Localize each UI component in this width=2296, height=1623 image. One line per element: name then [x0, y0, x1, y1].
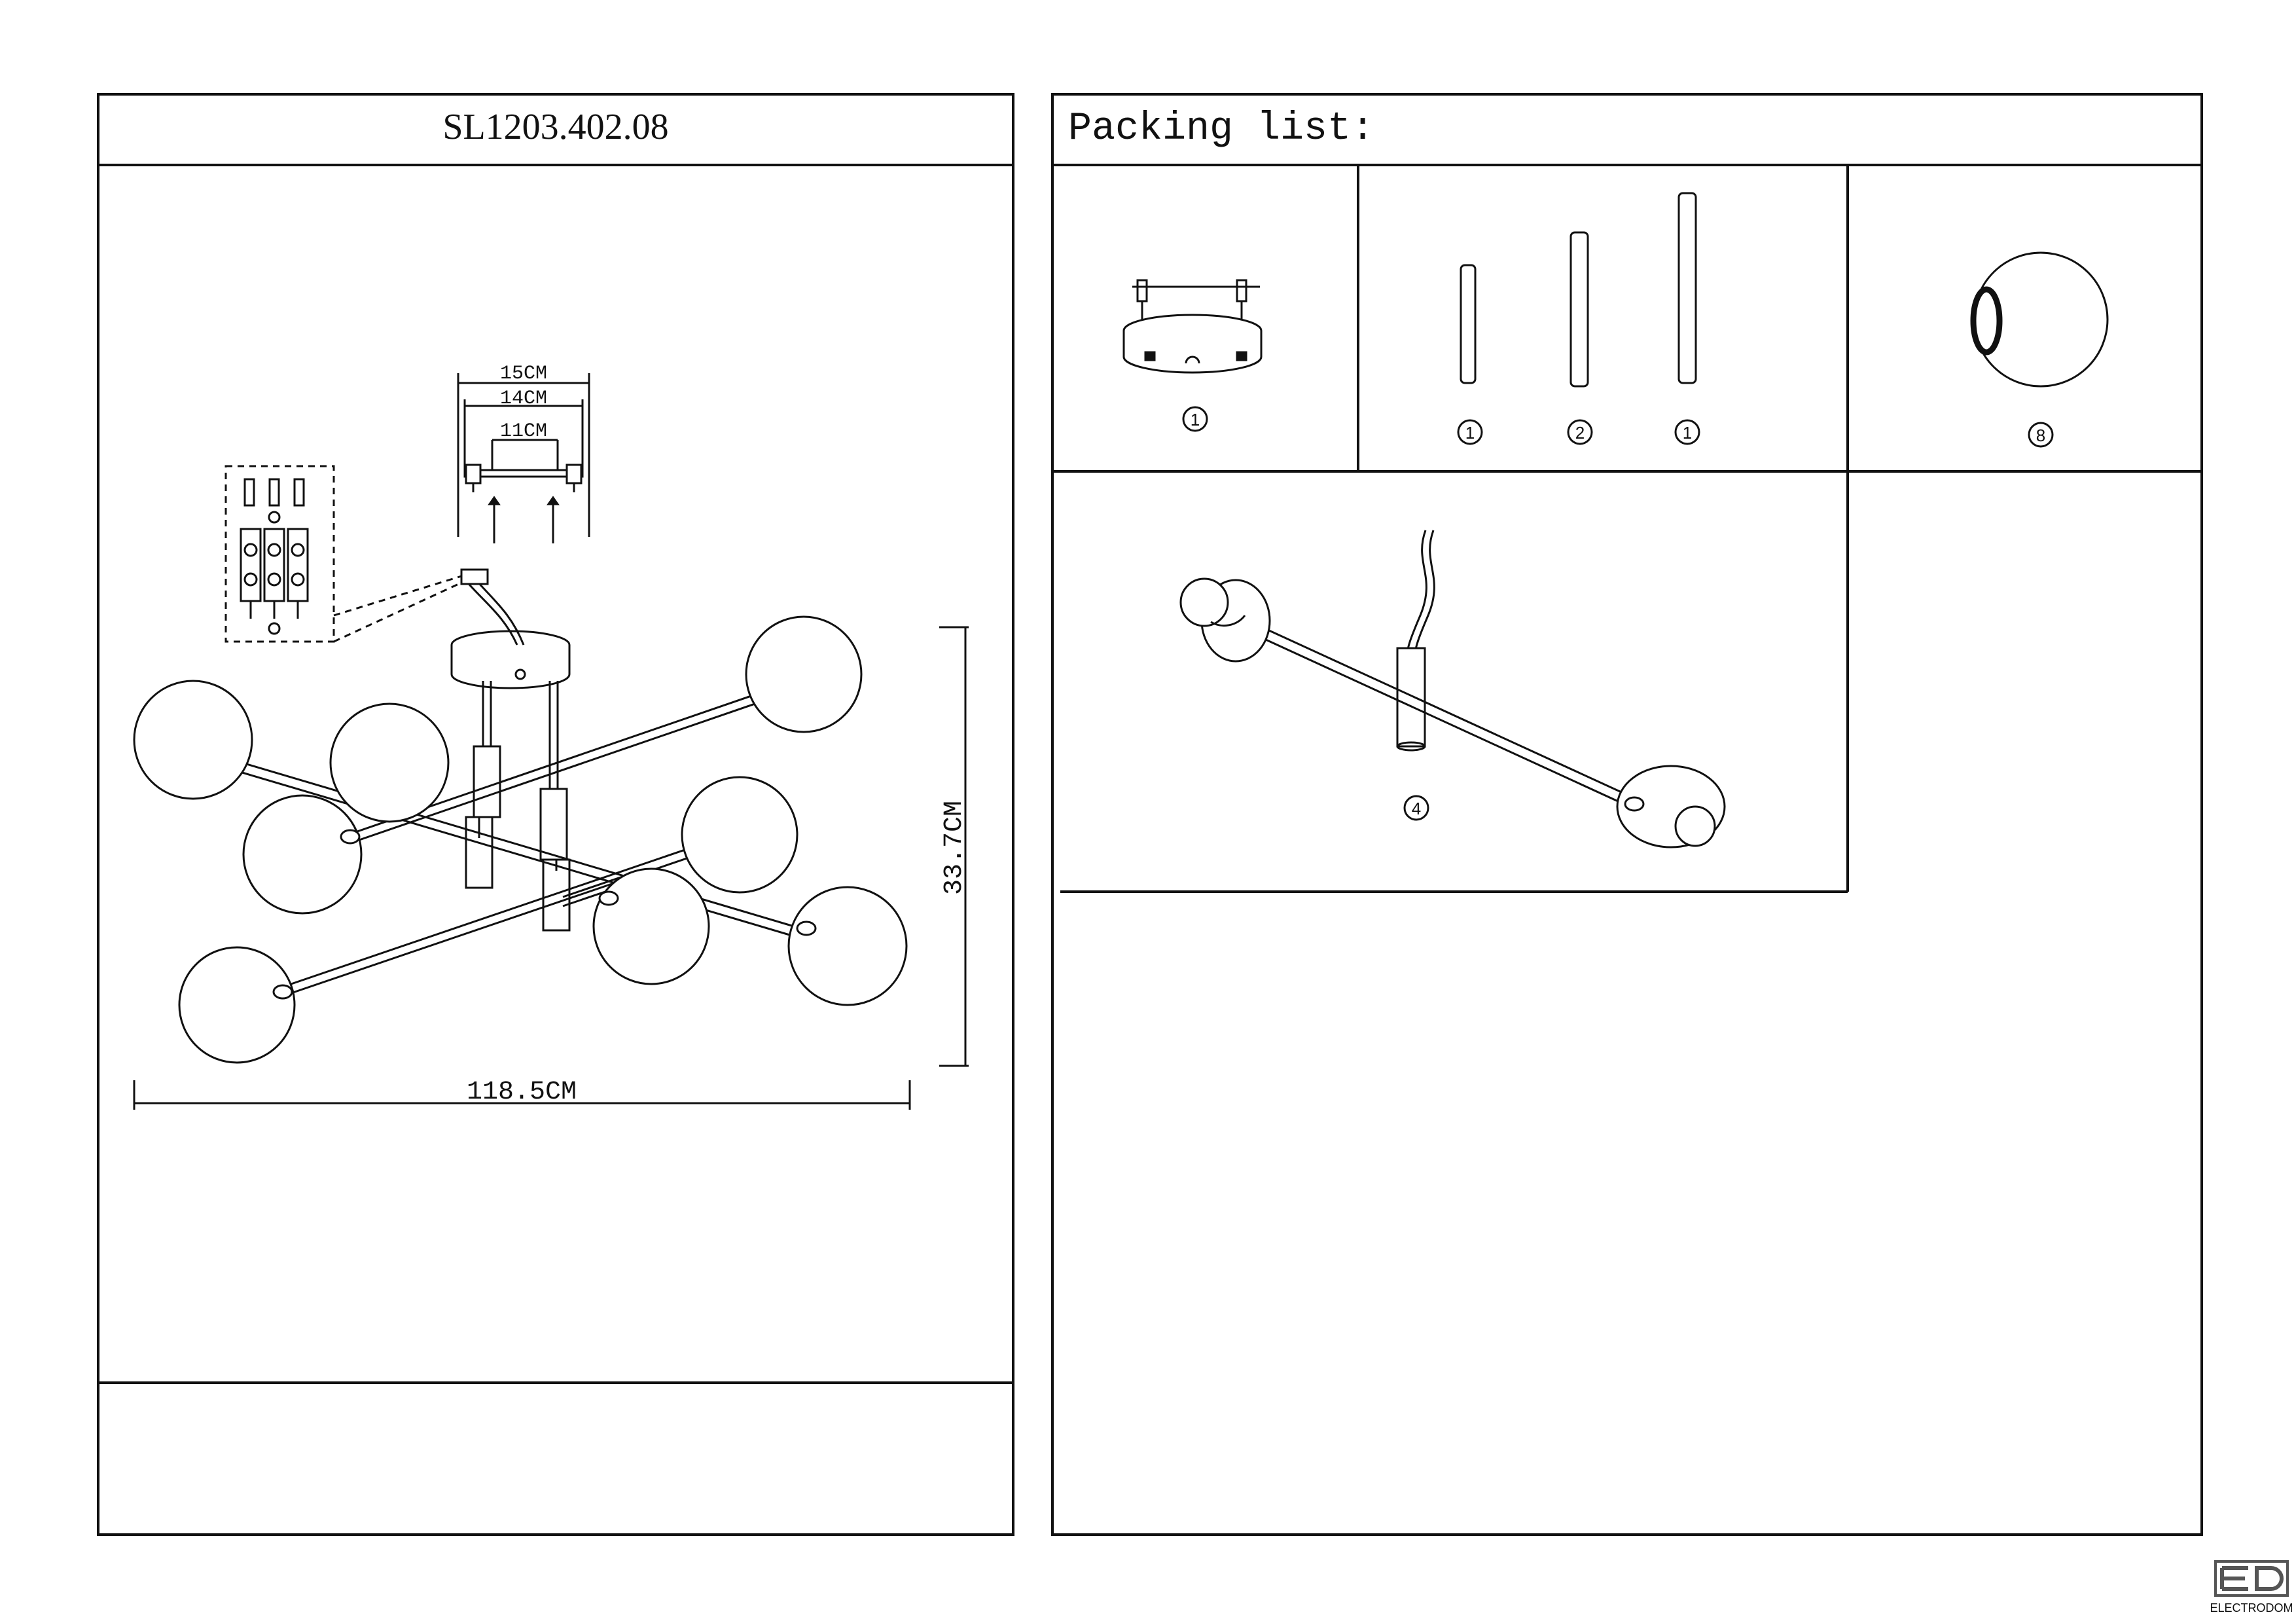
glass-shade-quantity: 8 — [2036, 426, 2045, 445]
model-number: SL1203.402.08 — [442, 107, 668, 147]
globe-5 — [242, 794, 363, 915]
globe-1 — [133, 680, 253, 800]
terminal-block-inset — [224, 465, 462, 643]
right-panel — [1051, 93, 2203, 1536]
height-dimension: 33.7CM — [940, 801, 969, 895]
socket-caps — [272, 829, 817, 1000]
plate-outer-dimension: 15CM — [500, 363, 547, 385]
globe-3 — [745, 615, 863, 733]
globe-2 — [329, 702, 450, 823]
left-panel — [97, 93, 1014, 1536]
logo-text: ELECTRODOM — [2210, 1601, 2293, 1614]
arm-assembly-quantity: 4 — [1412, 799, 1421, 818]
globe-4 — [681, 776, 798, 894]
rod-medium-quantity: 2 — [1575, 423, 1585, 443]
ceiling-plate-quantity: 1 — [1191, 410, 1200, 429]
globe-8 — [178, 946, 296, 1064]
rod-long — [1677, 192, 1697, 384]
rod-medium — [1570, 231, 1589, 388]
globe-6 — [592, 867, 710, 985]
packing-item-rods — [1457, 192, 1700, 445]
packing-list-title: Packing list: — [1068, 107, 1374, 151]
packing-item-ceiling-plate — [1122, 279, 1263, 432]
packing-item-arm-assembly — [1179, 530, 1726, 848]
globes — [133, 615, 908, 1064]
rod-short — [1460, 264, 1477, 384]
rod-short-quantity: 1 — [1465, 423, 1475, 443]
mounting-bracket-dimensions — [457, 373, 590, 543]
plate-inner-dimension: 14CM — [500, 388, 547, 410]
globe-7 — [787, 886, 908, 1006]
packing-item-glass-shade — [1970, 251, 2109, 448]
chandelier-drawing — [133, 568, 908, 1064]
rod-long-quantity: 1 — [1683, 423, 1692, 443]
overall-dimension-lines — [133, 626, 969, 1110]
glass-shade — [1973, 251, 2109, 388]
width-dimension: 118.5CM — [467, 1078, 577, 1107]
electrodom-logo: ELECTRODOM — [2210, 1560, 2293, 1614]
bracket-dimension: 11CM — [500, 420, 547, 443]
